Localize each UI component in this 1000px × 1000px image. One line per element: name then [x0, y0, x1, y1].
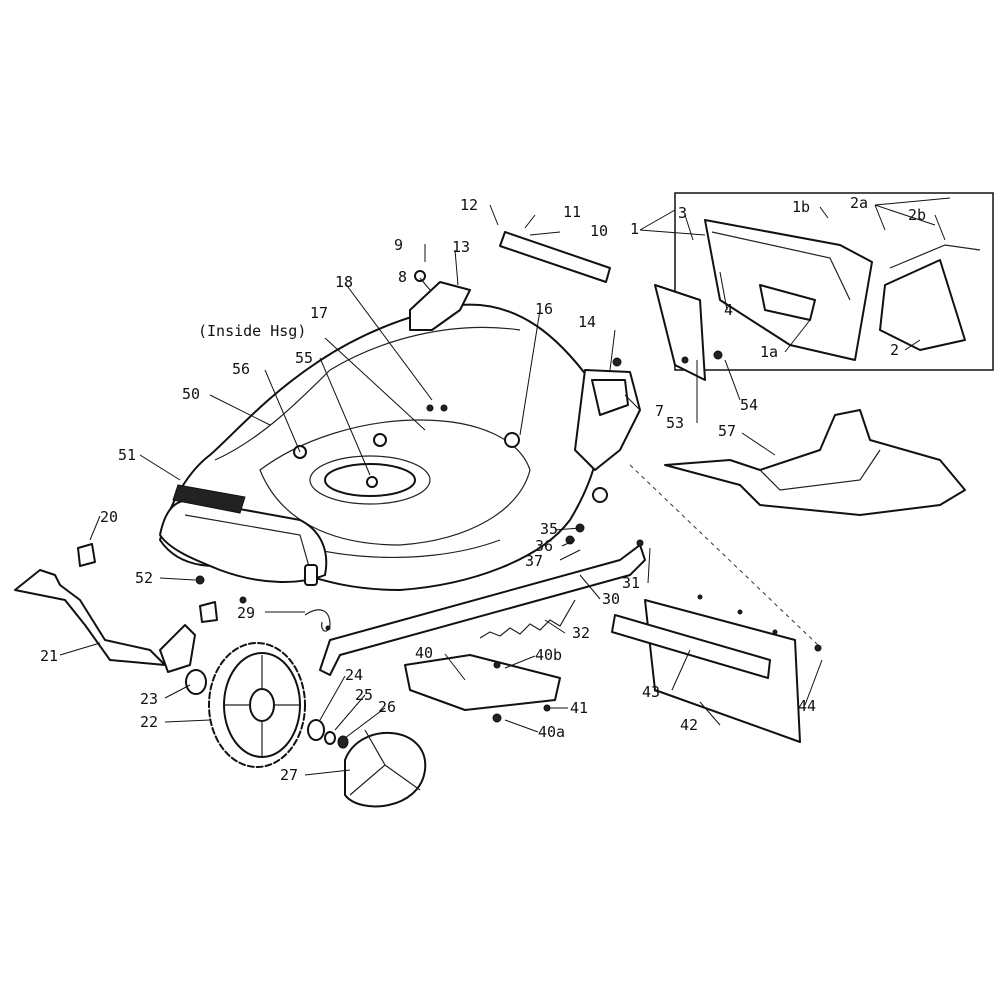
hubcap [344, 729, 427, 808]
label-21: 21 [40, 647, 58, 665]
label-40: 40 [415, 644, 433, 662]
part-number-labels: 1 3 4 1a 1b 2a 2b 2 53 54 57 14 7 12 11 … [40, 194, 926, 784]
leader-lines [59, 197, 951, 776]
bearing-23 [185, 669, 207, 695]
side-plate [654, 284, 706, 381]
label-11: 11 [563, 203, 581, 221]
label-20: 20 [100, 508, 118, 526]
rear-rail [499, 231, 611, 283]
label-36: 36 [535, 537, 553, 555]
label-14: 14 [578, 313, 596, 331]
label-37: 37 [525, 552, 543, 570]
axle-bracket [159, 624, 196, 673]
label-7: 7 [655, 402, 664, 420]
alignment-line [629, 464, 819, 646]
label-26: 26 [378, 698, 396, 716]
label-35: 35 [540, 520, 558, 538]
bearing-24 [307, 719, 325, 741]
label-42: 42 [680, 716, 698, 734]
front-wheel [208, 642, 306, 768]
label-24: 24 [345, 666, 363, 684]
label-57: 57 [718, 422, 736, 440]
spring [479, 599, 576, 639]
mulch-plug-plate [404, 654, 561, 711]
label-8: 8 [398, 268, 407, 286]
clip-20 [77, 543, 96, 567]
label-12: 12 [460, 196, 478, 214]
rear-flap [879, 259, 966, 351]
height-adjust-lever [14, 569, 166, 666]
grass-catcher-frame [704, 219, 873, 361]
label-23: 23 [140, 690, 158, 708]
label-16: 16 [535, 300, 553, 318]
label-1b: 1b [792, 198, 810, 216]
label-40a: 40a [538, 723, 565, 741]
nut-26 [337, 735, 349, 749]
label-4: 4 [724, 301, 733, 319]
label-40b: 40b [535, 646, 562, 664]
label-1: 1 [630, 220, 639, 238]
detail-inset-box [674, 192, 994, 371]
shield-strip [611, 614, 771, 679]
label-inside-hsg: (Inside Hsg) [198, 322, 306, 340]
label-2: 2 [890, 341, 899, 359]
badge-plate [172, 484, 246, 514]
label-2b: 2b [908, 206, 926, 224]
label-9: 9 [394, 236, 403, 254]
label-10: 10 [590, 222, 608, 240]
label-13: 13 [452, 238, 470, 256]
rear-axle-bar [319, 544, 646, 676]
label-44: 44 [798, 697, 816, 715]
washer-25 [324, 731, 336, 745]
label-25: 25 [355, 686, 373, 704]
rear-hinge-bracket [574, 369, 641, 503]
label-51: 51 [118, 446, 136, 464]
label-22: 22 [140, 713, 158, 731]
label-54: 54 [740, 396, 758, 414]
label-17: 17 [310, 304, 328, 322]
label-41: 41 [570, 699, 588, 717]
label-55: 55 [295, 349, 313, 367]
pin-29 [304, 609, 331, 632]
label-52: 52 [135, 569, 153, 587]
label-53: 53 [666, 414, 684, 432]
label-56: 56 [232, 360, 250, 378]
bracket-8 [409, 281, 471, 331]
label-29: 29 [237, 604, 255, 622]
label-30: 30 [602, 590, 620, 608]
label-31: 31 [622, 574, 640, 592]
label-2a: 2a [850, 194, 868, 212]
label-1a: 1a [760, 343, 778, 361]
rear-shield [644, 599, 801, 743]
label-32: 32 [572, 624, 590, 642]
mulch-deflector [664, 409, 966, 516]
label-43: 43 [642, 683, 660, 701]
label-27: 27 [280, 766, 298, 784]
label-18: 18 [335, 273, 353, 291]
label-50: 50 [182, 385, 200, 403]
label-3: 3 [678, 204, 687, 222]
clip-small [199, 601, 218, 623]
